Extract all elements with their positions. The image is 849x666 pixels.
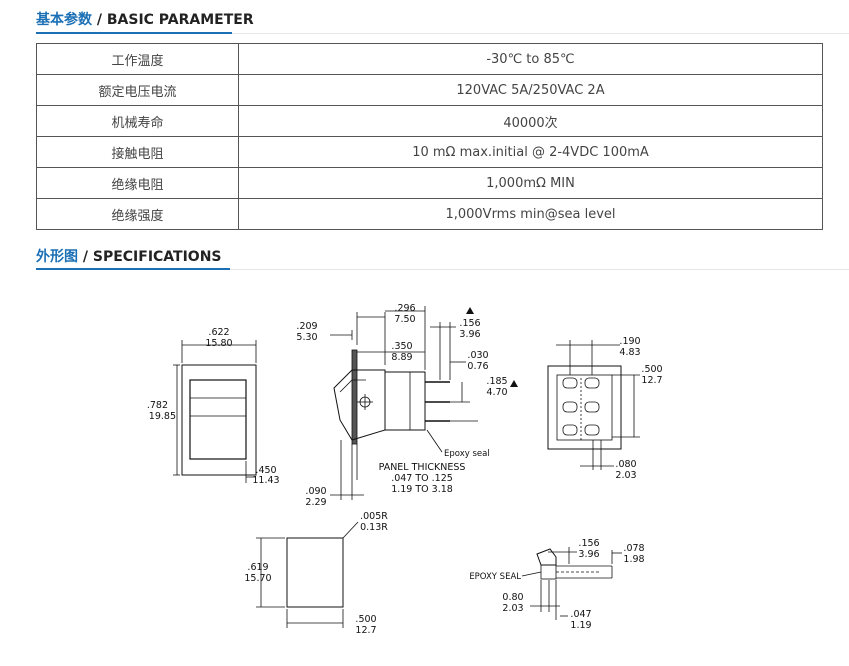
- rear-right-in: .500: [641, 364, 662, 375]
- side-d7-mm: 2.29: [305, 497, 326, 508]
- basic-parameter-divider: [36, 33, 849, 34]
- front-width-in: .622: [208, 327, 229, 338]
- terminal-a-mm: 3.96: [578, 549, 599, 560]
- terminal-c-mm: 2.03: [502, 603, 523, 614]
- specifications-title-en: / SPECIFICATIONS: [82, 249, 222, 265]
- cutout-height-mm: 15.70: [244, 573, 271, 584]
- param-value: 120VAC 5A/250VAC 2A: [238, 74, 823, 106]
- rear-top-in: .190: [619, 336, 640, 347]
- side-epoxy-label: Epoxy seal: [444, 449, 490, 459]
- param-key: 额定电压电流: [36, 74, 239, 106]
- side-d7-in: .090: [305, 486, 326, 497]
- panel-thickness-in: .047 TO .125: [391, 473, 453, 484]
- side-d3-mm: 8.89: [391, 352, 412, 363]
- side-view: .209 5.30 .296 7.50 .350 8.89 .156 3.96 …: [296, 303, 518, 508]
- side-d1-mm: 5.30: [296, 332, 317, 343]
- terminal-b-in: .078: [623, 543, 644, 554]
- front-bottom-in: .450: [255, 465, 276, 476]
- cutout-radius-in: .005R: [360, 511, 388, 522]
- basic-parameter-accent: [36, 32, 232, 34]
- cutout-radius-mm: 0.13R: [360, 522, 388, 533]
- cutout-width-in: .500: [355, 614, 376, 625]
- dimension-drawing: .622 15.80 .782 19.85 .450 11.43: [147, 303, 663, 636]
- terminal-epoxy-label: EPOXY SEAL: [469, 572, 521, 582]
- basic-parameter-heading: 基本参数 / BASIC PARAMETER: [36, 9, 254, 29]
- side-d3-in: .350: [391, 341, 412, 352]
- side-d4-mm: 3.96: [459, 329, 480, 340]
- terminal-d-in: .047: [570, 609, 591, 620]
- param-key: 机械寿命: [36, 105, 239, 137]
- front-bottom-mm: 11.43: [252, 475, 279, 486]
- rear-bottom-in: .080: [615, 459, 636, 470]
- front-view: .622 15.80 .782 19.85 .450 11.43: [147, 327, 280, 486]
- rear-right-mm: 12.7: [641, 375, 662, 386]
- terminal-c-in: 0.80: [502, 592, 523, 603]
- panel-thickness-label: PANEL THICKNESS: [379, 462, 466, 473]
- cutout-height-in: .619: [247, 562, 268, 573]
- front-height-mm: 19.85: [149, 411, 176, 422]
- rear-view: .190 4.83 .500 12.7 .080 2.03: [547, 336, 663, 481]
- param-key: 绝缘电阻: [36, 167, 239, 199]
- panel-cutout-view: .005R 0.13R .619 15.70 .500 12.7: [244, 511, 388, 636]
- terminal-b-mm: 1.98: [623, 554, 644, 565]
- param-value: 40000次: [238, 105, 823, 137]
- specifications-title-cn: 外形图: [36, 249, 78, 265]
- front-height-in: .782: [147, 400, 168, 411]
- param-value: -30℃ to 85℃: [238, 43, 823, 75]
- specifications-accent: [36, 268, 230, 270]
- param-key: 工作温度: [36, 43, 239, 75]
- side-d6-in: .185: [486, 376, 507, 387]
- param-value: 1,000Vrms min@sea level: [238, 198, 823, 230]
- rear-bottom-mm: 2.03: [615, 470, 636, 481]
- side-d5-in: .030: [467, 350, 488, 361]
- side-d6-mm: 4.70: [486, 387, 507, 398]
- side-d2-mm: 7.50: [394, 314, 415, 325]
- front-width-mm: 15.80: [205, 338, 232, 349]
- specifications-divider: [36, 269, 849, 270]
- side-d2-in: .296: [394, 303, 415, 314]
- terminal-d-mm: 1.19: [570, 620, 591, 631]
- side-d1-in: .209: [296, 321, 317, 332]
- specifications-heading: 外形图 / SPECIFICATIONS: [36, 246, 222, 266]
- basic-parameter-title-cn: 基本参数: [36, 12, 92, 28]
- side-d5-mm: 0.76: [467, 361, 488, 372]
- table-row: 工作温度-30℃ to 85℃: [36, 43, 823, 75]
- terminal-a-in: .156: [578, 538, 599, 549]
- param-key: 绝缘强度: [36, 198, 239, 230]
- cutout-width-mm: 12.7: [355, 625, 376, 636]
- rear-top-mm: 4.83: [619, 347, 640, 358]
- panel-thickness-mm: 1.19 TO 3.18: [391, 484, 453, 495]
- terminal-detail-view: .156 3.96 .078 1.98 EPOXY SEAL 0.80 2.03…: [469, 538, 644, 631]
- param-key: 接触电阻: [36, 136, 239, 168]
- side-d4-in: .156: [459, 318, 480, 329]
- param-value: 1,000mΩ MIN: [238, 167, 823, 199]
- param-value: 10 mΩ max.initial @ 2-4VDC 100mA: [238, 136, 823, 168]
- basic-parameter-title-en: / BASIC PARAMETER: [96, 12, 254, 28]
